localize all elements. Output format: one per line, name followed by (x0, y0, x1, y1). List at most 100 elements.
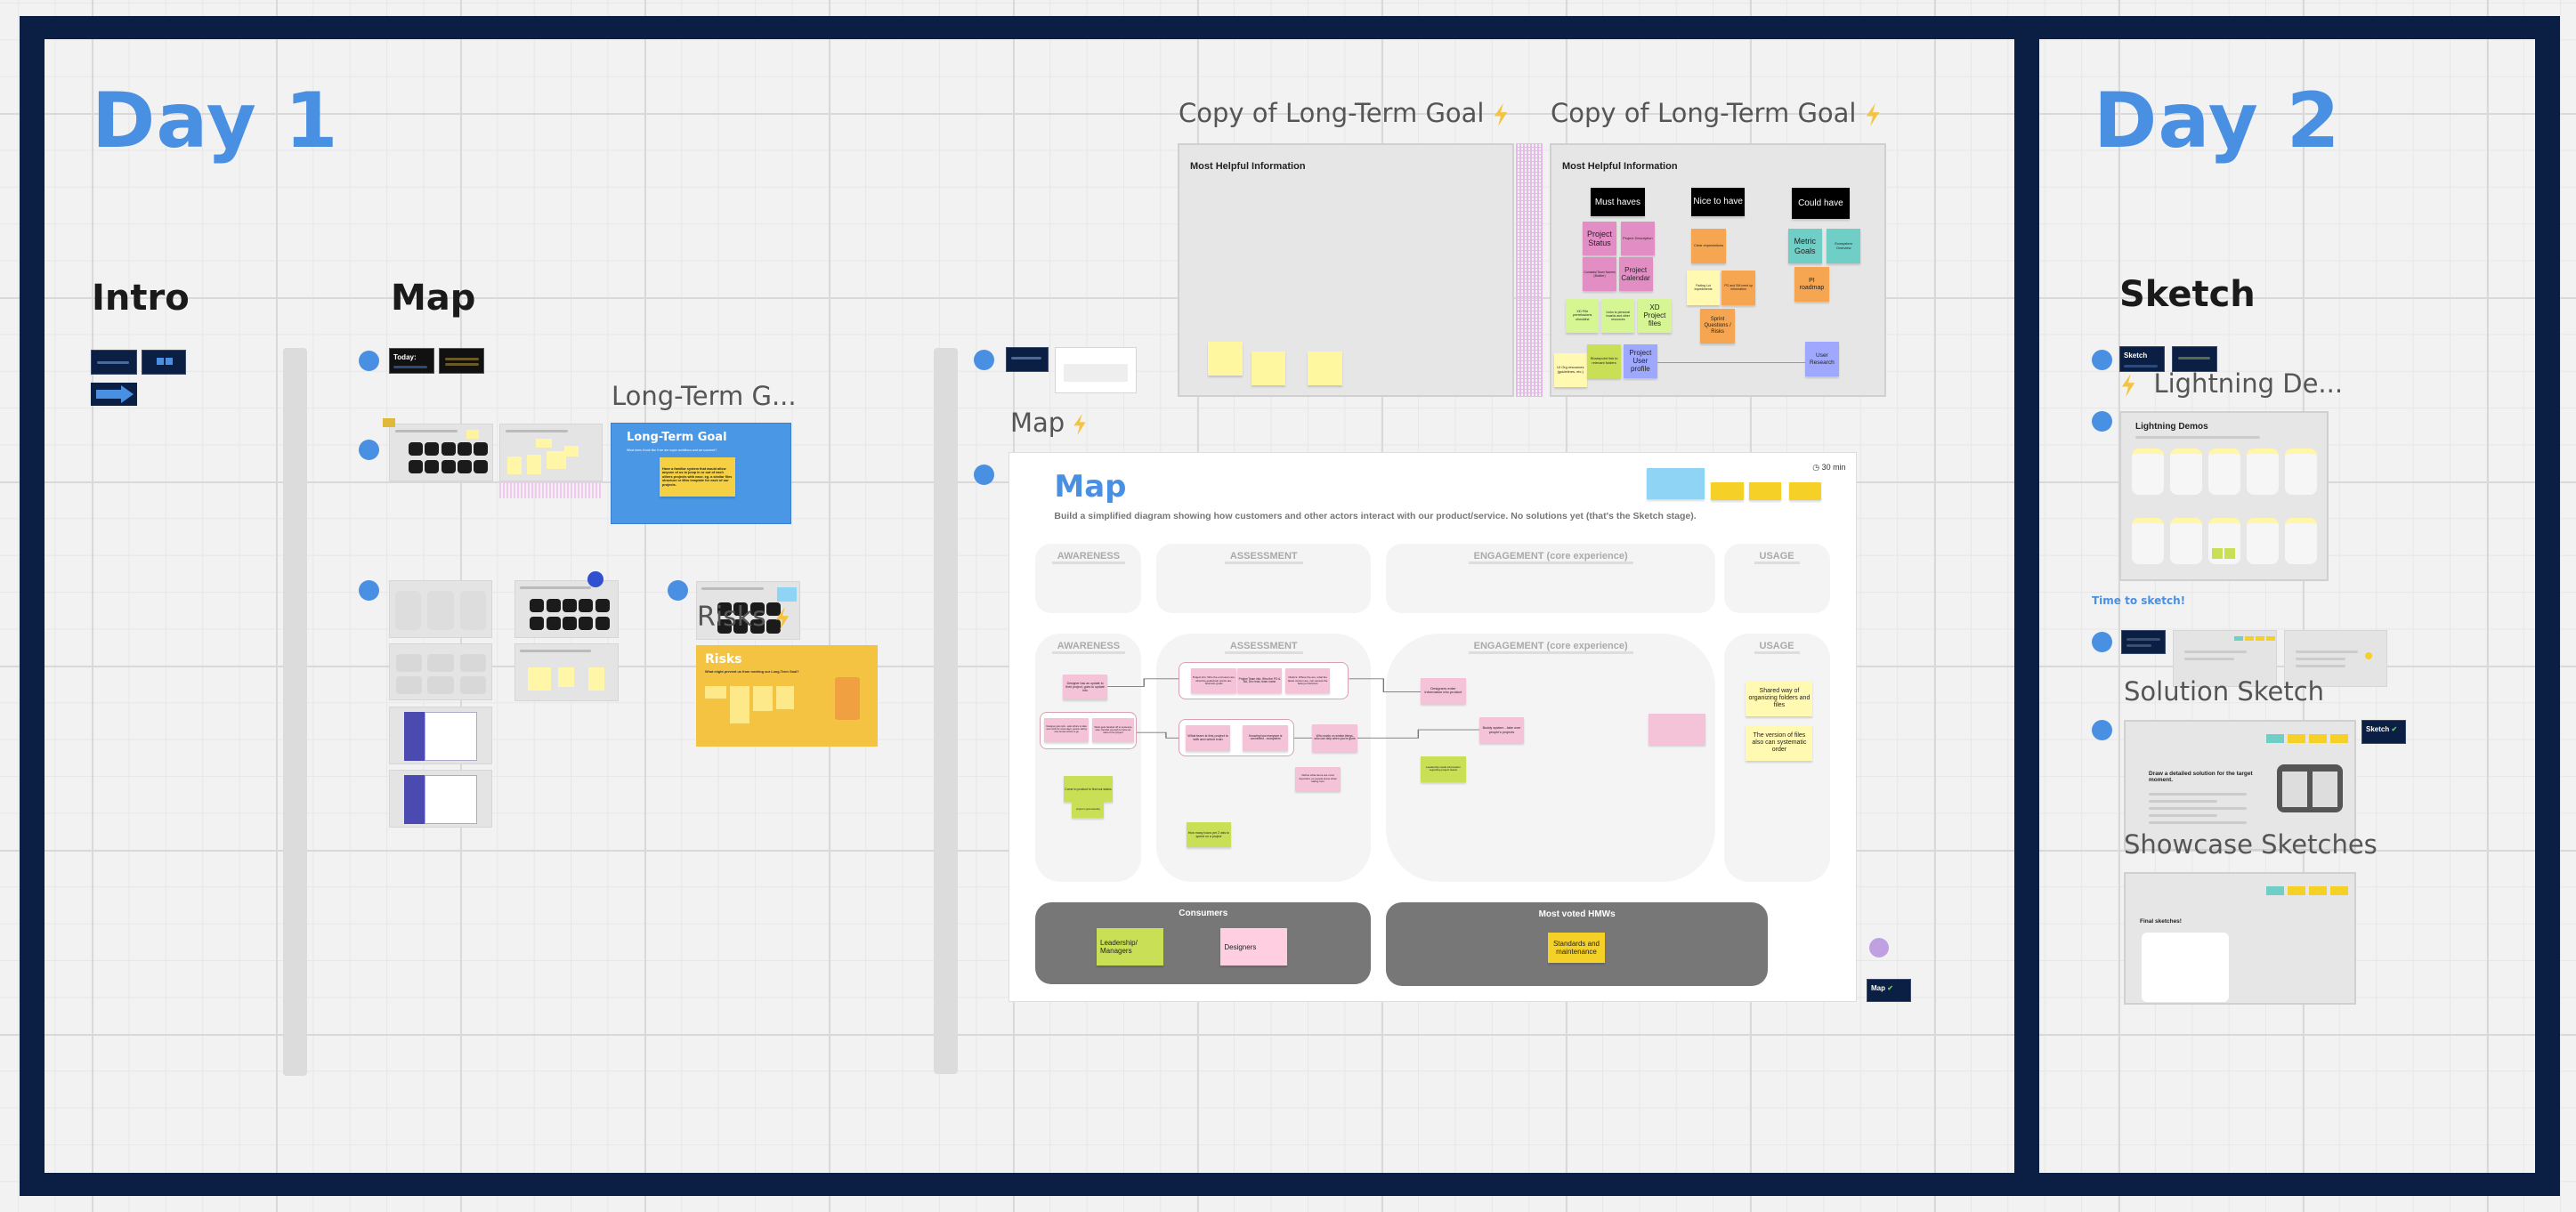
map-board-thumb[interactable] (1055, 347, 1137, 393)
persona-thumb[interactable] (389, 707, 492, 764)
sticky-note[interactable] (1251, 351, 1286, 386)
copy-ltg-frame-1[interactable]: Most Helpful Information (1178, 143, 1514, 397)
sticky-note[interactable] (1749, 481, 1782, 500)
copy-ltg-frame-2[interactable]: Most Helpful Information Must haves Nice… (1550, 143, 1886, 397)
sketch-slide-thumb[interactable] (2172, 346, 2217, 372)
step-dot[interactable] (974, 350, 994, 370)
step-dot[interactable] (359, 351, 379, 371)
sticky-note[interactable]: PO and SM need up information (1721, 271, 1756, 305)
step-dot[interactable] (2092, 720, 2112, 740)
sticky-note[interactable] (1307, 351, 1342, 386)
map-frame[interactable]: Map Build a simplified diagram showing h… (1009, 452, 1857, 1002)
sticky-note[interactable] (1788, 481, 1821, 500)
sticky-note[interactable]: Buddy system - take over people's projec… (1478, 716, 1525, 744)
sticky-note[interactable]: PI roadmap (1794, 267, 1829, 303)
step-dot[interactable] (359, 440, 379, 460)
showcase-frame[interactable]: Final sketches! (2124, 872, 2356, 1005)
step-dot[interactable] (2092, 350, 2112, 370)
sketch-board-thumb[interactable] (2284, 630, 2387, 687)
sticky-note[interactable]: Come to product to find out status (1063, 775, 1114, 803)
sticky-note[interactable]: Leadership reads information regarding p… (1421, 755, 1466, 783)
intro-arrow-thumb[interactable] (91, 383, 137, 406)
intro-slide-thumb[interactable] (142, 350, 186, 375)
sketch-slide-thumb[interactable] (2121, 630, 2166, 654)
sticky-note[interactable]: Designer gets sick - asks others to take… (1043, 717, 1090, 743)
agenda-thumb[interactable] (439, 348, 484, 374)
sticky-note[interactable]: Contacts/Team Names (Builder) (1583, 256, 1616, 292)
step-dot[interactable] (359, 580, 379, 601)
sticky-note[interactable]: Shared way of organizing folders and fil… (1746, 680, 1813, 717)
connector (1136, 731, 1179, 739)
sticky-note[interactable]: What team is this project is with and wh… (1185, 724, 1231, 752)
sticky-note[interactable]: Standards and maintenance (1548, 932, 1605, 964)
demo-grid (2132, 448, 2319, 573)
risks-card[interactable]: Risks What might prevent us from meeting… (696, 645, 878, 747)
sticky-note[interactable]: Leadership/ Managers (1097, 928, 1163, 966)
solution-sketch-frame[interactable]: Draw a detailed solution for the target … (2124, 720, 2356, 851)
sticky-note[interactable] (1648, 714, 1705, 746)
sticky-note[interactable]: XD File permissions checklist (1566, 298, 1600, 333)
column-header-must[interactable]: Must haves (1591, 188, 1645, 217)
sticky-note[interactable] (1208, 342, 1243, 376)
sticky-note[interactable]: Clear expectations (1691, 229, 1726, 264)
board-thumb[interactable] (389, 643, 492, 700)
long-term-goal-sticky[interactable]: Have a familiar system that would allow … (660, 457, 735, 497)
today-thumb[interactable]: Today: (389, 348, 434, 374)
risks-label: Risks (697, 602, 790, 633)
consumers-box[interactable]: Consumers Leadership/ Managers Designers (1035, 902, 1372, 984)
lightning-demos-frame[interactable]: Lightning Demos (2119, 411, 2329, 581)
sticky-note[interactable]: User Research (1804, 342, 1839, 376)
sticky-note[interactable]: Ecosystem Overview (1827, 229, 1861, 264)
lane-engagement: ENGAGEMENT (core experience) (1386, 543, 1716, 613)
step-dot[interactable] (974, 465, 994, 485)
column-header-could[interactable]: Could have (1792, 188, 1850, 219)
sticky-note[interactable]: Designer has an update to their project,… (1062, 674, 1108, 699)
sticky-note[interactable]: UI Org resources (guidelines, etc.) (1553, 352, 1587, 387)
sketch-board-thumb[interactable] (2173, 630, 2277, 687)
sticky-note[interactable]: Who works on similar things, who can hel… (1312, 723, 1357, 752)
column-header-nice[interactable]: Nice to have (1691, 187, 1745, 216)
hmw-box[interactable]: Most voted HMWs Standards and maintenanc… (1386, 902, 1769, 986)
long-term-goal-card[interactable]: Long-Term Goal What does it look like if… (611, 423, 791, 524)
sticky-note[interactable]: Metrics: Where the are, what the latest … (1285, 668, 1331, 694)
sticky-note[interactable]: Project info: Who the end users are, wha… (1191, 668, 1236, 694)
sticky-note[interactable]: Sharepoint link to relevant folders (1587, 343, 1621, 378)
time-to-sketch-link[interactable]: Time to sketch! (2092, 594, 2186, 607)
sticky-note[interactable]: project in good standing (1072, 802, 1105, 818)
step-dot[interactable] (668, 580, 688, 601)
sticky-note[interactable]: Sprint Questions / Risks (1700, 309, 1736, 343)
sticky-note[interactable]: Define what items are most important, so… (1295, 766, 1341, 792)
map-slide-thumb[interactable] (1006, 347, 1049, 372)
sticky-note[interactable]: Project Description (1620, 221, 1655, 256)
sticky-note[interactable]: Metric Goals (1787, 229, 1822, 264)
sticky-note[interactable]: Designers enter information into product (1421, 677, 1466, 705)
sticky-note[interactable]: Work gets handed off to someone else, fa… (1092, 717, 1134, 743)
sticky-note[interactable]: How many hours per 2 wks to spend on a p… (1186, 821, 1232, 847)
sticky-note[interactable] (1711, 481, 1744, 500)
sketch-done-thumb[interactable]: Sketch ✔ (2361, 720, 2406, 744)
sticky-note[interactable]: Project Status (1583, 221, 1616, 256)
sticky-note[interactable]: Project Calendar (1618, 256, 1653, 292)
sticky-note[interactable]: Project Team info: Who the PO & BA, Dev … (1236, 668, 1283, 694)
sticky-note[interactable]: XD Project files (1638, 298, 1672, 333)
sketch-slide-thumb[interactable]: Sketch (2119, 346, 2165, 372)
sticky-note[interactable]: Project User profile (1624, 343, 1657, 378)
step-dot[interactable] (2092, 411, 2112, 432)
sticky-note[interactable]: The version of files also can systematic… (1746, 724, 1813, 762)
map-done-thumb[interactable]: Map ✔ (1867, 979, 1911, 1002)
board-thumb[interactable] (389, 580, 492, 638)
sticky-note[interactable]: Designers (1220, 928, 1288, 966)
board-thumb[interactable] (499, 424, 603, 481)
board-thumb[interactable] (389, 424, 493, 481)
sticky-note[interactable]: Links to personal boards and other resou… (1601, 298, 1635, 333)
sticky-note[interactable] (1647, 468, 1705, 500)
intro-slide-thumb[interactable] (91, 350, 137, 375)
board-thumb[interactable] (514, 580, 619, 638)
sticky-note[interactable]: Fading Lot Impediments (1686, 271, 1721, 305)
day2-title: Day 2 (2094, 77, 2341, 166)
persona-thumb[interactable] (389, 770, 492, 828)
sticky-note[interactable]: Knowing how everyone is connected - ecos… (1243, 724, 1288, 752)
board-thumb[interactable] (514, 643, 619, 701)
dotted-strip (1516, 143, 1543, 397)
step-dot[interactable] (2092, 632, 2112, 652)
